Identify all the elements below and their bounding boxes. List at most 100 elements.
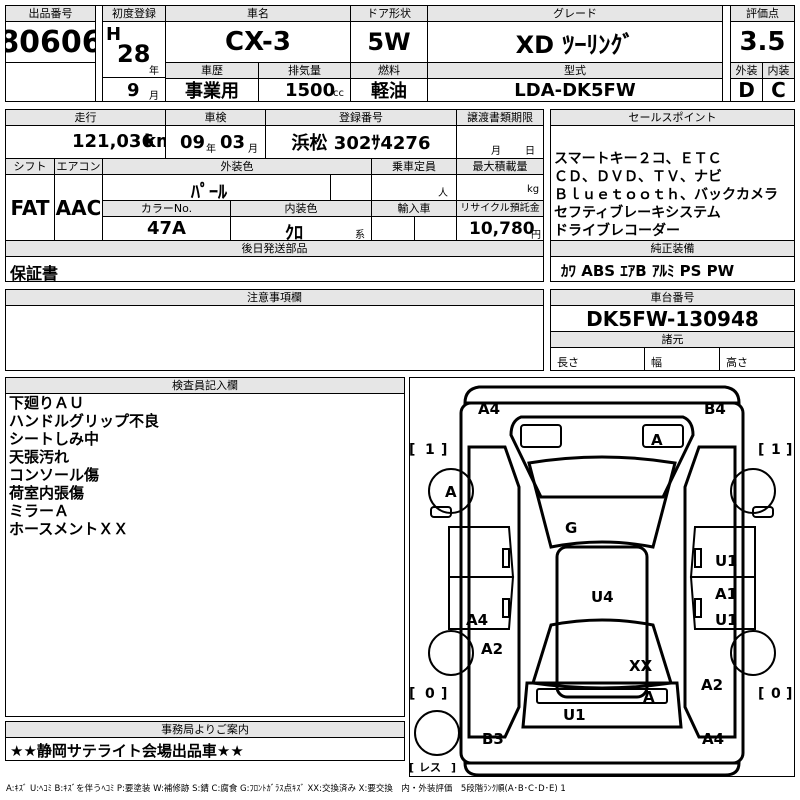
color-no-label: カラーNo. [102,200,231,217]
door: 5W [350,21,428,63]
lot-no: 80606 [5,21,96,63]
recycle-label: リサイクル預託金 [456,200,544,217]
score-label: 評価点 [730,5,795,22]
mileage-unit: km [144,131,165,152]
displacement-unit: cc [333,88,344,99]
width-cell: 幅 [644,347,720,371]
equip: ｶﾜ ABS ｴｱB ｱﾙﾐ PS PW [561,262,735,280]
right-side [683,445,737,739]
sales-line: Ｂｌｕｅｔｏｏｔｈ、バックカメラ [554,187,778,203]
caution-body [5,305,544,371]
spec-label: 諸元 [550,331,795,348]
tire-fr-open: [ [758,442,764,458]
inspector-line: ミラーＡ [9,502,70,520]
insp-month-unit: 月 [248,144,258,155]
grade-label: グレード [427,5,723,22]
inspector-line: シートしみ中 [9,430,100,448]
inspector-line: ハンドルグリップ不良 [9,412,160,430]
length-cell: 長さ [550,347,645,371]
int-label: 内装 [762,62,795,79]
roof [555,545,649,699]
model: CX-3 [165,21,351,63]
model-label: 車名 [165,5,351,22]
load-label: 最大積載量 [456,158,544,175]
inspection-label: 車検 [165,109,266,126]
int-color-unit: 系 [355,230,365,241]
first-reg-label: 初度登録 [102,5,166,22]
import-cell-b [414,216,457,241]
inspector-body: 下廻りＡＵ ハンドルグリップ不良 シートしみ中 天張汚れ コンソール傷 荷室内張… [5,393,405,717]
rear-right-wheel [730,630,776,676]
equip-label: 純正装備 [550,240,795,257]
inspector-line: コンソール傷 [9,466,100,484]
sales-line: セフティブレーキシステム [554,205,721,221]
insp-year: 09 [180,132,206,153]
insp-month: 03 [220,132,246,153]
mark-a1-right: A1 [715,585,737,603]
reg-year-unit: 年 [149,66,159,77]
displacement-label: 排気量 [258,62,351,79]
reg-month-unit: 月 [149,91,159,102]
lot-no-blank [5,62,96,102]
rear-bumper [463,761,741,777]
car-diagram: [ 1 ] [ 1 ] [ 0 ] [ 0 ] [ レス ] A4 B4 A A… [409,385,792,777]
transfer-month-unit: 月 [491,146,501,157]
hood [509,415,695,499]
load-unit: kg [527,184,540,195]
tire-rr-close: ] [786,686,792,702]
tire-rl-open: [ [409,686,415,702]
later-label: 後日発送部品 [5,240,544,257]
mark-u4-roof: U4 [591,588,614,606]
shift: FAT [5,174,55,241]
headlight-left [520,424,562,448]
insp-year-unit: 年 [206,144,216,155]
reg-month: 9 [127,80,140,101]
color: ﾊﾟｰﾙ [191,182,227,201]
ac-label: エアコン [54,158,103,175]
mark-u1-right-front: U1 [715,552,738,570]
inspector-line: 天張汚れ [9,448,70,466]
plate: 浜松 302ｻ4276 [265,125,457,159]
type-label: 型式 [427,62,723,79]
windshield [527,455,677,549]
inspector-line: 荷室内張傷 [9,484,85,502]
spare-wheel [414,710,460,756]
int-color-label: 内装色 [230,200,372,217]
int-color-cell: ｸﾛ 系 [230,216,372,241]
shift-label: シフト [5,158,55,175]
left-side [467,445,521,739]
import-cell-a [371,216,415,241]
front-bumper [463,385,741,405]
tire-fl: 1 [425,442,435,458]
grade: XD ﾂｰﾘﾝｸﾞ [427,21,723,63]
tire-fl-open: [ [409,442,415,458]
mark-a-hood: A [651,431,663,449]
color-label: 外装色 [102,158,372,175]
capacity-unit: 人 [438,188,448,199]
chassis-label: 車台番号 [550,289,795,306]
tire-fl-close: ] [441,442,447,458]
score: 3.5 [730,21,795,63]
headlight-right [642,424,684,448]
fuel: 軽油 [350,78,428,102]
mark-a2-left: A2 [481,640,503,658]
transfer-day-unit: 日 [525,146,535,157]
int-grade: C [762,78,795,102]
rear-deck [521,681,683,729]
left-door-handle-front [694,548,702,568]
right-rear-door [689,576,756,630]
spare-open: [ [409,761,414,774]
mark-xx: XX [629,657,653,675]
mileage-label: 走行 [5,109,166,126]
capacity-label: 乗車定員 [371,158,457,175]
displacement: 1500 [285,80,336,101]
right-door-handle-rear [502,598,510,618]
ac: AAC [54,174,103,241]
mileage: 121,036 [72,131,154,152]
rear-left-wheel [428,630,474,676]
front-left-wheel [428,468,474,514]
tire-fr: 1 [771,442,781,458]
right-door-handle-front [502,548,510,568]
sales-line: ＣＤ、ＤＶＤ、ＴＶ、ナビ [554,169,722,185]
displacement-cell: 1500 cc [258,78,351,102]
